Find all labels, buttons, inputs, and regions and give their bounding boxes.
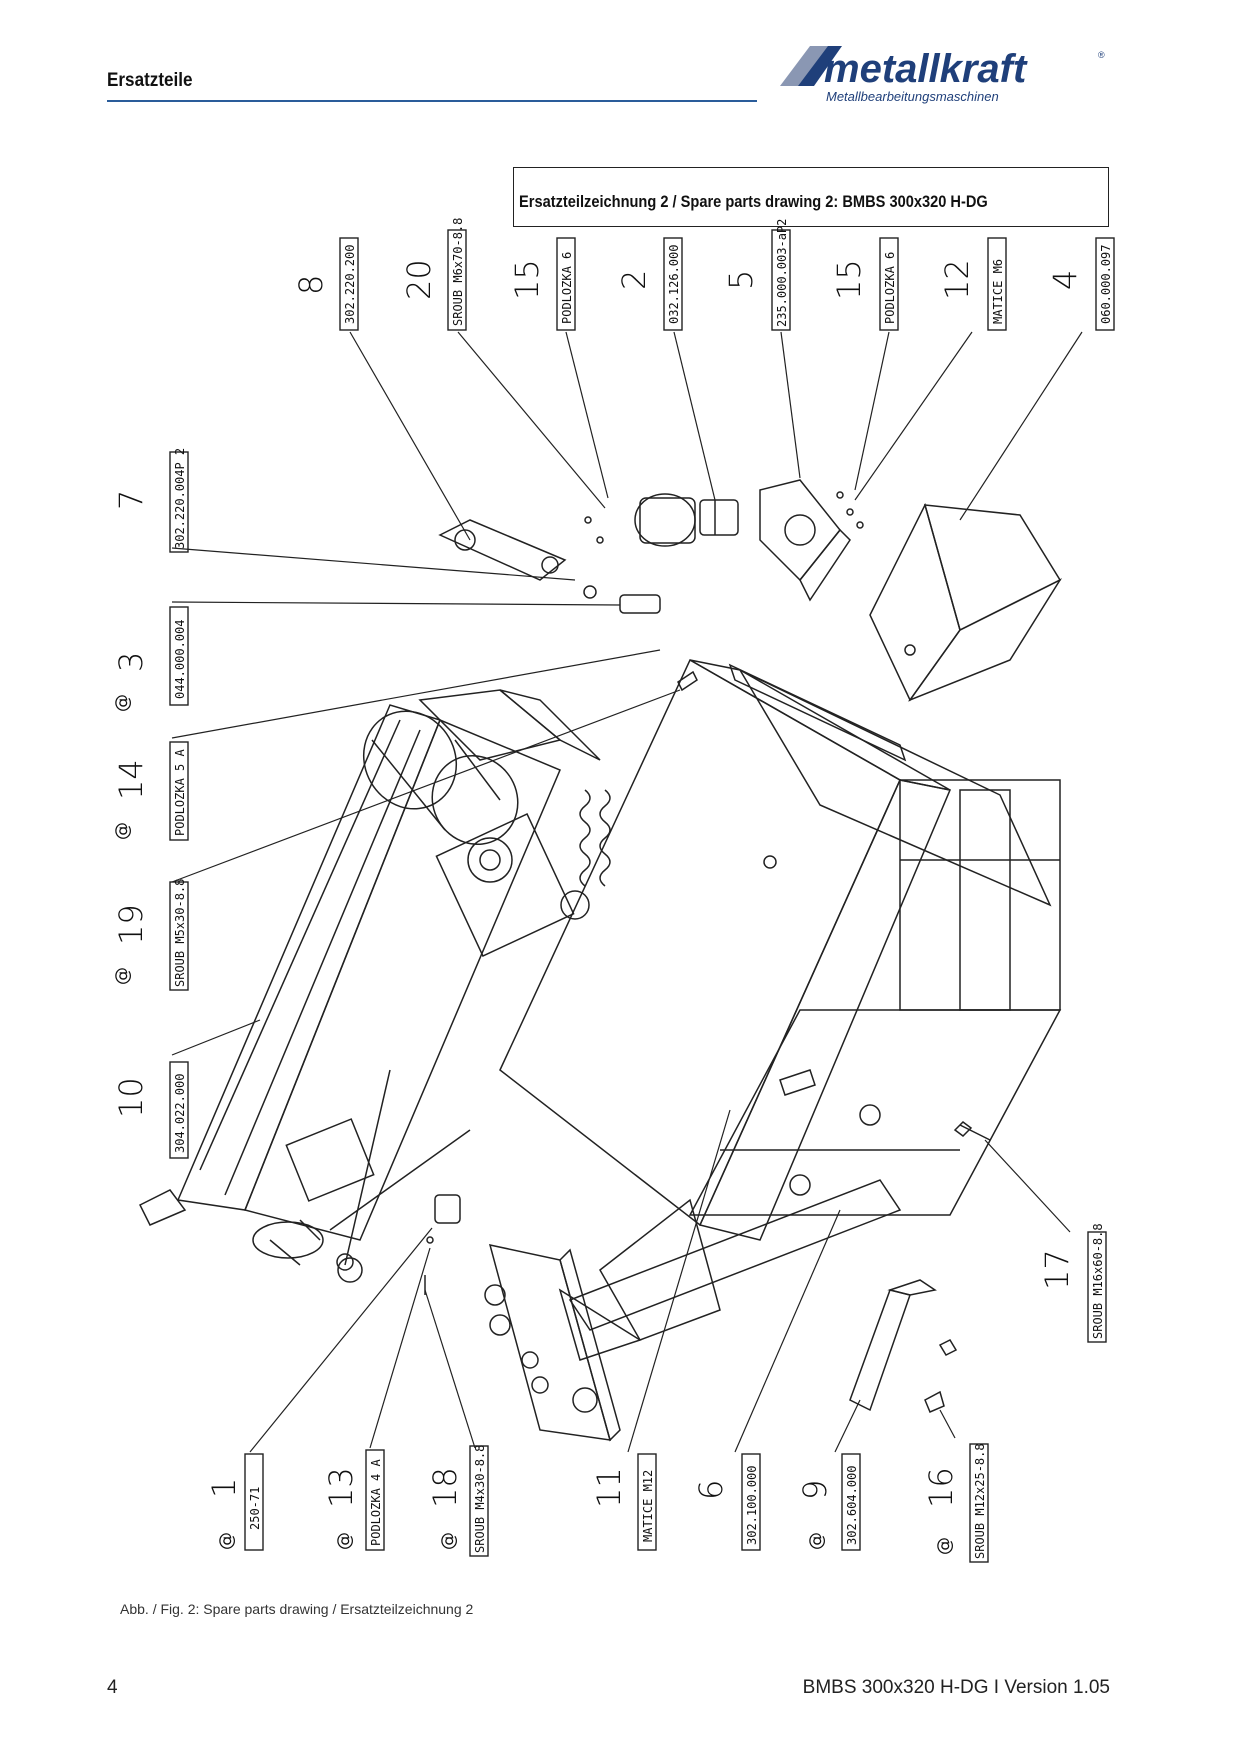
callout-code: 302.220.200 bbox=[343, 245, 357, 324]
callout-number: 6 bbox=[692, 1480, 730, 1500]
callout-number: 1 bbox=[205, 1478, 243, 1498]
callout-code: MATICE M12 bbox=[641, 1470, 655, 1542]
left-leader-lines bbox=[171, 547, 681, 1056]
callout-number: 19 bbox=[112, 904, 150, 945]
page-number: 4 bbox=[107, 1677, 118, 1698]
logo-brand: metallkraft bbox=[824, 47, 1028, 91]
callout-number: 15 bbox=[830, 259, 868, 300]
right-callouts: SROUB M16x60-8.8 17 bbox=[984, 1139, 1107, 1343]
callout-number: 13 bbox=[322, 1467, 360, 1508]
callout-code: PODLOZKA 4 A bbox=[369, 1459, 383, 1546]
section-title: Ersatzteile bbox=[107, 70, 193, 91]
callout-number: 10 bbox=[112, 1077, 150, 1118]
left-callouts: 302.220.004P 2 7 044.000.004 3 @ PODLOZK… bbox=[112, 448, 189, 1159]
callout-code: 044.000.004 bbox=[173, 620, 187, 699]
callout-number: 20 bbox=[400, 259, 438, 300]
callout-code: SROUB M6x70-8.8 bbox=[451, 218, 465, 326]
callout-code: SROUB M12x25-8.8 bbox=[973, 1443, 987, 1559]
logo-tagline: Metallbearbeitungsmaschinen bbox=[826, 89, 999, 104]
callout-number: 4 bbox=[1046, 270, 1084, 290]
callout-code: MATICE M6 bbox=[991, 259, 1005, 324]
callout-code: 235.000.003-aP2 bbox=[775, 219, 789, 327]
bottom-callouts: 250-71 1 @ PODLOZKA 4 A 13 @ SROUB M4x30… bbox=[205, 1443, 989, 1563]
header-divider bbox=[107, 100, 757, 102]
callout-number: 7 bbox=[112, 490, 150, 510]
callout-code: PODLOZKA 6 bbox=[883, 252, 897, 324]
callout-code: 250-71 bbox=[248, 1487, 262, 1530]
top-leader-lines bbox=[349, 331, 1083, 541]
callout-at-symbol: @ bbox=[334, 1532, 355, 1550]
callout-number: 3 bbox=[112, 652, 150, 672]
callout-at-symbol: @ bbox=[112, 694, 133, 712]
callout-code: 302.604.000 bbox=[845, 1466, 859, 1545]
callout-number: 14 bbox=[112, 759, 150, 800]
callout-number: 15 bbox=[508, 259, 546, 300]
metallkraft-logo: metallkraft ® bbox=[780, 46, 1105, 91]
callout-code: 302.220.004P 2 bbox=[173, 448, 187, 549]
figure-caption: Abb. / Fig. 2: Spare parts drawing / Ers… bbox=[120, 1601, 474, 1617]
callout-at-symbol: @ bbox=[112, 967, 133, 985]
callout-number: 2 bbox=[615, 270, 653, 290]
top-callouts: 302.220.200 8 SROUB M6x70-8.8 20 PODLOZK… bbox=[292, 218, 1115, 331]
callout-number: 5 bbox=[722, 270, 760, 290]
drawing-title-box: Ersatzteilzeichnung 2 / Spare parts draw… bbox=[513, 167, 1109, 227]
machine-illustration bbox=[138, 479, 1063, 1442]
callout-number: 8 bbox=[292, 275, 330, 295]
callout-code: SROUB M16x60-8.8 bbox=[1091, 1223, 1105, 1339]
callout-code: PODLOZKA 5 A bbox=[173, 749, 187, 836]
drawing-title: Ersatzteilzeichnung 2 / Spare parts draw… bbox=[519, 192, 988, 211]
callout-number: 16 bbox=[922, 1467, 960, 1508]
callout-code: 302.100.000 bbox=[745, 1466, 759, 1545]
callout-code: 032.126.000 bbox=[667, 245, 681, 324]
callout-at-symbol: @ bbox=[934, 1537, 955, 1555]
callout-at-symbol: @ bbox=[216, 1532, 237, 1550]
callout-number: 18 bbox=[426, 1467, 464, 1508]
callout-at-symbol: @ bbox=[112, 822, 133, 840]
callout-code: 060.000.097 bbox=[1099, 245, 1113, 324]
callout-code: SROUB M5x30-8.8 bbox=[173, 879, 187, 987]
callout-code: PODLOZKA 6 bbox=[560, 252, 574, 324]
svg-text:®: ® bbox=[1098, 50, 1105, 60]
footer-reference: BMBS 300x320 H-DG I Version 1.05 bbox=[802, 1677, 1110, 1698]
callout-number: 11 bbox=[590, 1467, 628, 1508]
callout-code: 304.022.000 bbox=[173, 1074, 187, 1153]
callout-number: 17 bbox=[1038, 1249, 1076, 1290]
callout-number: 12 bbox=[938, 259, 976, 300]
callout-at-symbol: @ bbox=[438, 1532, 459, 1550]
callout-at-symbol: @ bbox=[806, 1532, 827, 1550]
bottom-leader-lines bbox=[249, 1109, 956, 1453]
callout-number: 9 bbox=[796, 1480, 834, 1500]
callout-code: SROUB M4x30-8.8 bbox=[473, 1445, 487, 1553]
